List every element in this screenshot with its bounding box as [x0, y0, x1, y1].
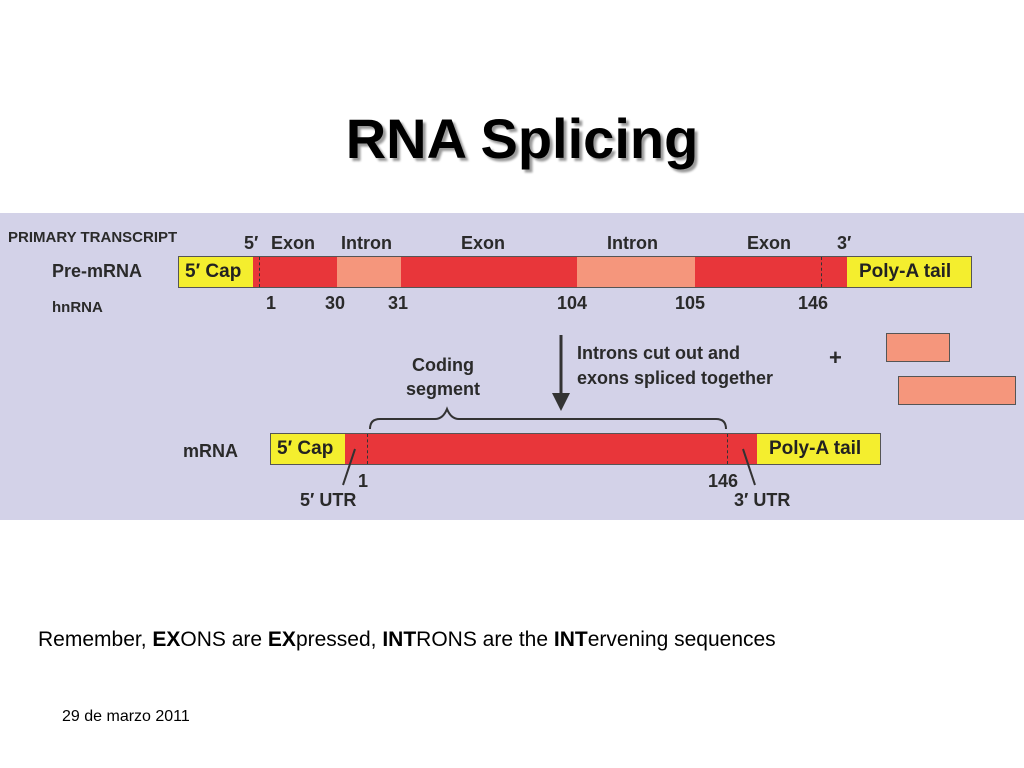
pre-cap-label: 5′ Cap — [185, 261, 242, 282]
mrna-bar: 5′ Cap Poly-A tail — [270, 433, 881, 465]
caption-part: ONS are — [180, 628, 268, 651]
utr-5-pointer — [342, 448, 356, 486]
primary-transcript-header: PRIMARY TRANSCRIPT — [8, 229, 178, 246]
caption-part: pressed, — [295, 628, 383, 651]
slide-title: RNA Splicing — [345, 107, 699, 170]
mrna-polya-label: Poly-A tail — [769, 438, 862, 459]
label-five-prime: 5′ — [244, 233, 259, 253]
position-30: 30 — [325, 293, 346, 313]
caption-part: ervening sequences — [587, 628, 776, 651]
caption-part: EX — [152, 628, 181, 651]
slide-date: 29 de marzo 2011 — [62, 708, 190, 725]
splicing-arrow — [552, 335, 570, 411]
mrna-dash-start — [367, 434, 368, 464]
pre-polya-label: Poly-A tail — [859, 261, 952, 282]
coding-segment-label: Coding segment — [405, 355, 481, 399]
pre-exon-2 — [401, 257, 577, 287]
pre-cap-segment: 5′ Cap — [179, 257, 253, 287]
pre-dash-end — [821, 257, 822, 287]
position-1: 1 — [266, 293, 277, 313]
plus-sign: + — [829, 345, 842, 370]
caption: Remember, EXONS are EXpressed, INTRONS a… — [38, 628, 776, 652]
mrna-polya-segment: Poly-A tail — [757, 434, 880, 464]
label-mrna: mRNA — [183, 441, 239, 461]
mrna-coding-region — [345, 434, 757, 464]
pre-intron-1 — [337, 257, 401, 287]
utr-3-label: 3′ UTR — [734, 490, 791, 510]
diagram-lines — [342, 335, 756, 486]
pre-mrna-bar: 5′ Cap Poly-A tail — [178, 256, 972, 288]
caption-part: RONS are the — [416, 628, 554, 651]
position-146: 146 — [798, 293, 829, 313]
pre-dash-start — [259, 257, 260, 287]
position-105: 105 — [675, 293, 706, 313]
label-pre-mrna: Pre-mRNA — [52, 261, 143, 281]
label-three-prime: 3′ — [837, 233, 852, 253]
mrna-position-1: 1 — [358, 471, 369, 491]
pre-polya-segment: Poly-A tail — [847, 257, 971, 287]
coding-segment-brace — [369, 406, 727, 430]
caption-part: INT — [382, 628, 417, 651]
excised-intron-2 — [898, 376, 1016, 405]
splicing-diagram: PRIMARY TRANSCRIPT 5′ Exon Intron Exon I… — [0, 213, 1024, 520]
caption-part: INT — [553, 628, 588, 651]
pre-exon-1 — [253, 257, 337, 287]
excised-intron-1 — [886, 333, 950, 362]
mrna-cap-segment: 5′ Cap — [271, 434, 345, 464]
pre-intron-2 — [577, 257, 695, 287]
mrna-position-146: 146 — [708, 471, 739, 491]
mrna-cap-label: 5′ Cap — [277, 438, 334, 459]
label-intron-2: Intron — [607, 233, 658, 253]
splicing-note: Introns cut out and exons spliced togeth… — [577, 343, 774, 388]
utr-5-label: 5′ UTR — [300, 490, 357, 510]
label-hnrna: hnRNA — [52, 299, 103, 316]
caption-part: Remember, — [38, 628, 153, 651]
caption-part: EX — [267, 628, 296, 651]
label-exon-3: Exon — [747, 233, 792, 253]
position-31: 31 — [388, 293, 409, 313]
utr-3-pointer — [742, 448, 756, 486]
mrna-dash-end — [727, 434, 728, 464]
position-104: 104 — [557, 293, 588, 313]
label-intron-1: Intron — [341, 233, 392, 253]
label-exon-1: Exon — [271, 233, 316, 253]
label-exon-2: Exon — [461, 233, 506, 253]
